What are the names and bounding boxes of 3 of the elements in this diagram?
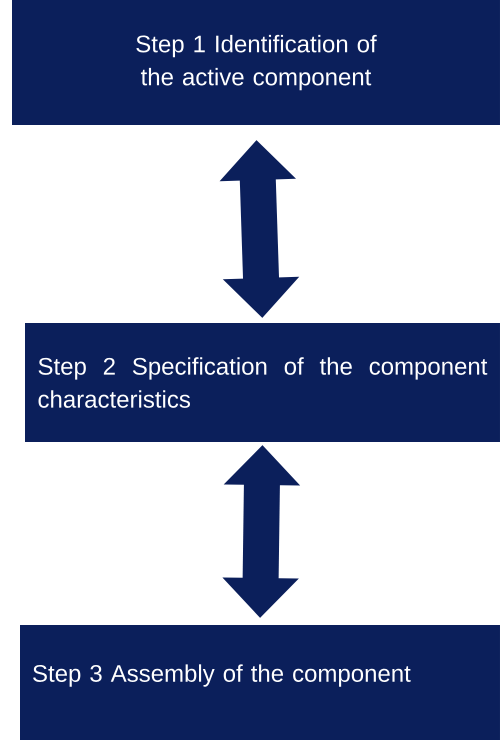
step-box: Step 1 Identification of the active component xyxy=(12,0,500,125)
step-box: Step 2 Specification of the component characteristics xyxy=(25,323,500,442)
step-box: Step 3 Assembly of the component xyxy=(20,625,500,740)
